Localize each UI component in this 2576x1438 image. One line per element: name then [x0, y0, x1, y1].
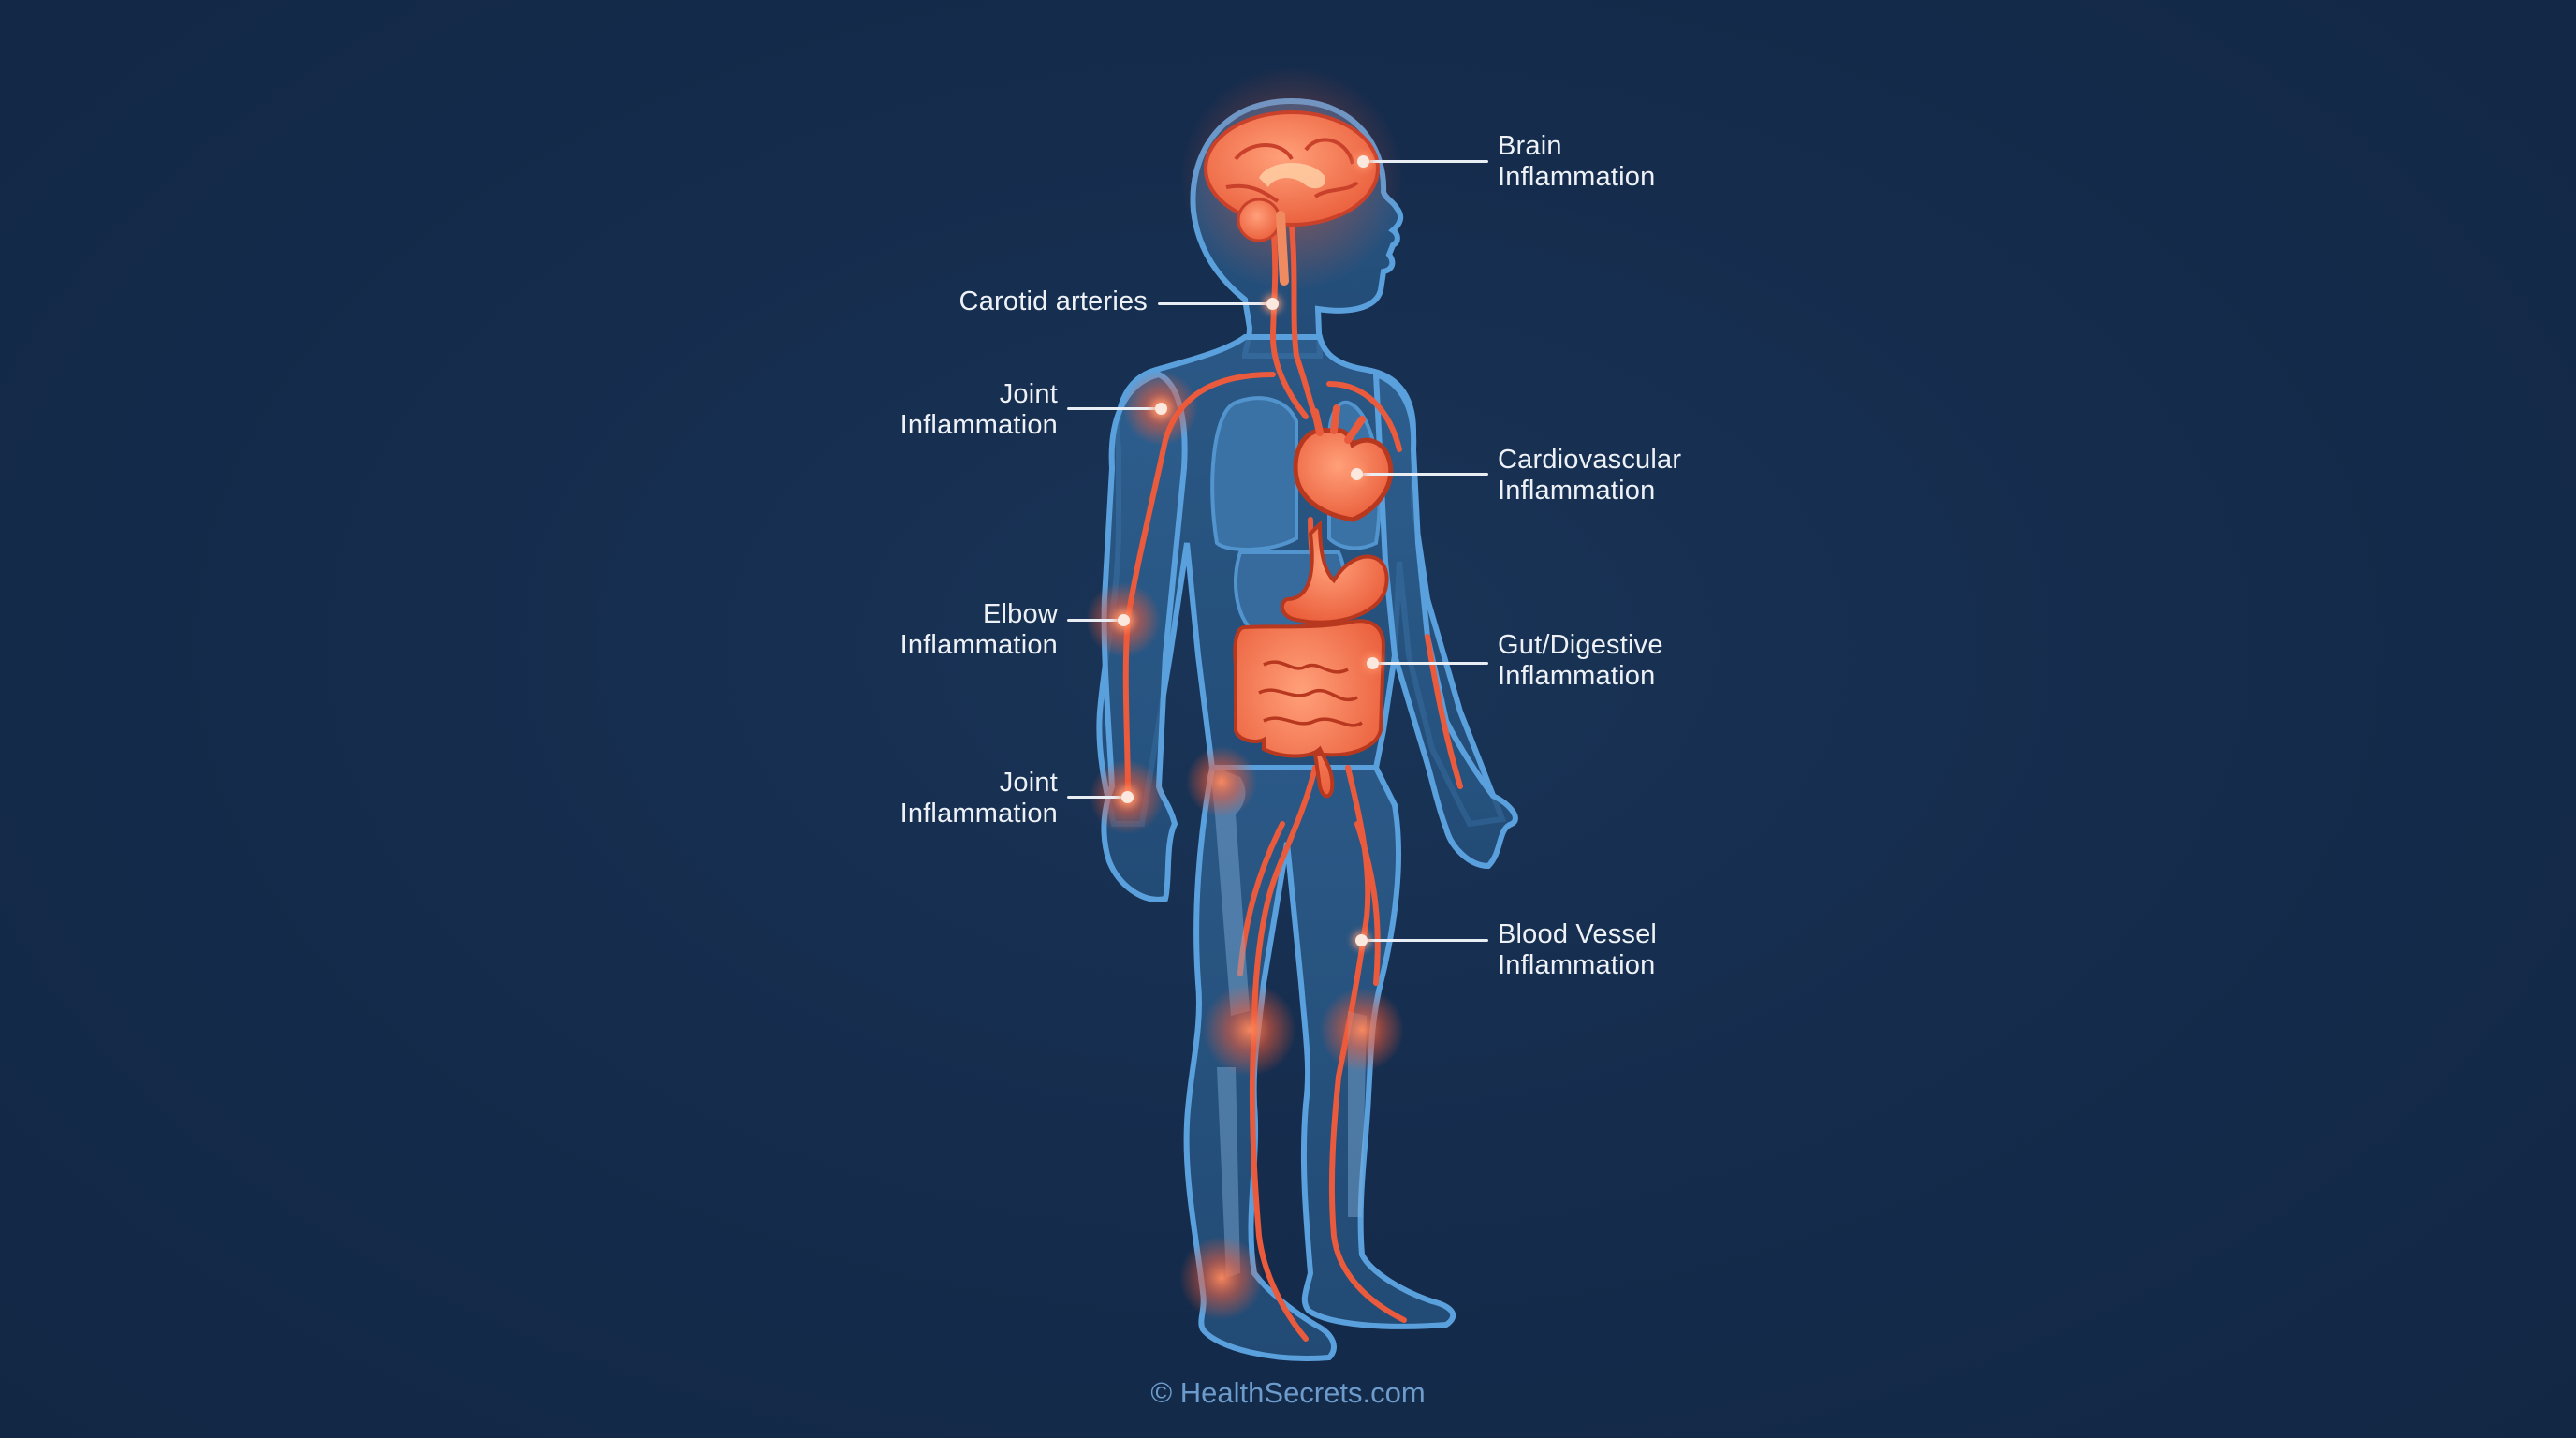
label-line-1: Joint [999, 379, 1058, 409]
brain-label: Brain Inflammation [1498, 131, 1655, 193]
leader-line [1376, 662, 1488, 665]
label-line-2: Inflammation [1498, 950, 1656, 980]
label-line-2: Inflammation [1498, 162, 1656, 192]
body-silhouette [1096, 97, 1518, 1361]
heart [1293, 404, 1394, 522]
label-line-1: Joint [999, 768, 1058, 798]
intestines [1233, 619, 1386, 799]
cardiovascular-label: Cardiovascular Inflammation [1498, 445, 1681, 506]
marker-dot [1351, 468, 1363, 480]
leader-line [1067, 619, 1121, 622]
marker-dot [1357, 155, 1369, 168]
leader-line [1367, 160, 1488, 163]
brain [1204, 110, 1380, 286]
leader-line [1367, 939, 1488, 942]
leader-line [1362, 473, 1488, 476]
label-line-2: Inflammation [1498, 476, 1656, 506]
carotid-label: Carotid arteries [842, 286, 1148, 317]
leader-line [1067, 796, 1125, 799]
marker-dot [1155, 403, 1167, 415]
leader-line [1067, 407, 1158, 410]
label-line-2: Inflammation [1498, 661, 1656, 691]
wrist-joint-label: Joint Inflammation [749, 768, 1058, 829]
leader-line [1158, 302, 1270, 305]
marker-dot [1355, 934, 1368, 946]
shoulder-joint-label: Joint Inflammation [749, 379, 1058, 441]
marker-dot [1121, 791, 1134, 803]
label-line-2: Inflammation [900, 410, 1058, 440]
label-line-1: Cardiovascular [1498, 445, 1682, 475]
blood-vessel-label: Blood Vessel Inflammation [1498, 919, 1657, 981]
stomach [1280, 520, 1389, 624]
elbow-label: Elbow Inflammation [749, 599, 1058, 661]
marker-dot [1118, 614, 1130, 626]
copyright-footer: © HealthSecrets.com [1150, 1376, 1426, 1409]
gut-label: Gut/Digestive Inflammation [1498, 630, 1663, 692]
label-line-2: Inflammation [900, 799, 1058, 829]
label-line-1: Carotid arteries [959, 286, 1148, 316]
label-line-2: Inflammation [900, 630, 1058, 660]
label-line-1: Blood Vessel [1498, 919, 1658, 949]
label-line-1: Gut/Digestive [1498, 630, 1663, 660]
label-line-1: Elbow [983, 599, 1058, 629]
marker-dot [1367, 657, 1379, 669]
marker-dot [1266, 298, 1279, 310]
label-line-1: Brain [1498, 131, 1562, 161]
